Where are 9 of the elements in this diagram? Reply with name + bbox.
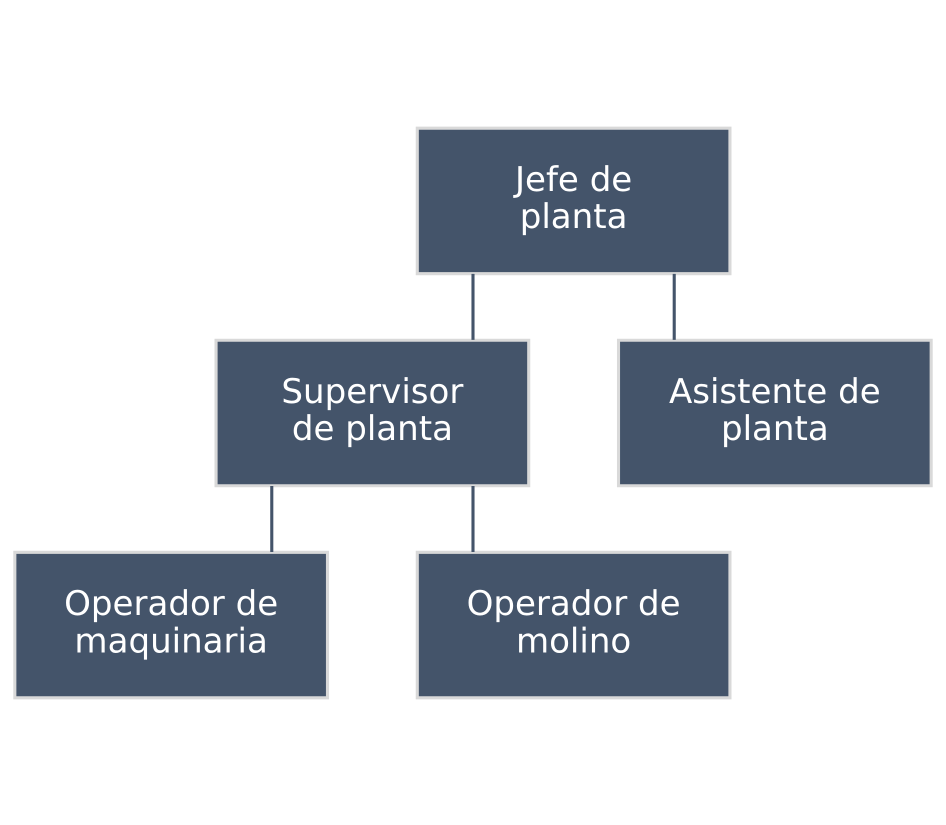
connector [270,485,274,552]
connector [672,273,676,340]
node-box: Operador de maquinaria [13,550,330,699]
node-box: Supervisor de planta [214,338,530,487]
connector [471,485,475,552]
connector [471,273,475,340]
node-box: Jefe de planta [416,126,732,275]
node-box: Operador de molino [416,550,732,699]
node-box: Asistente de planta [616,338,933,487]
